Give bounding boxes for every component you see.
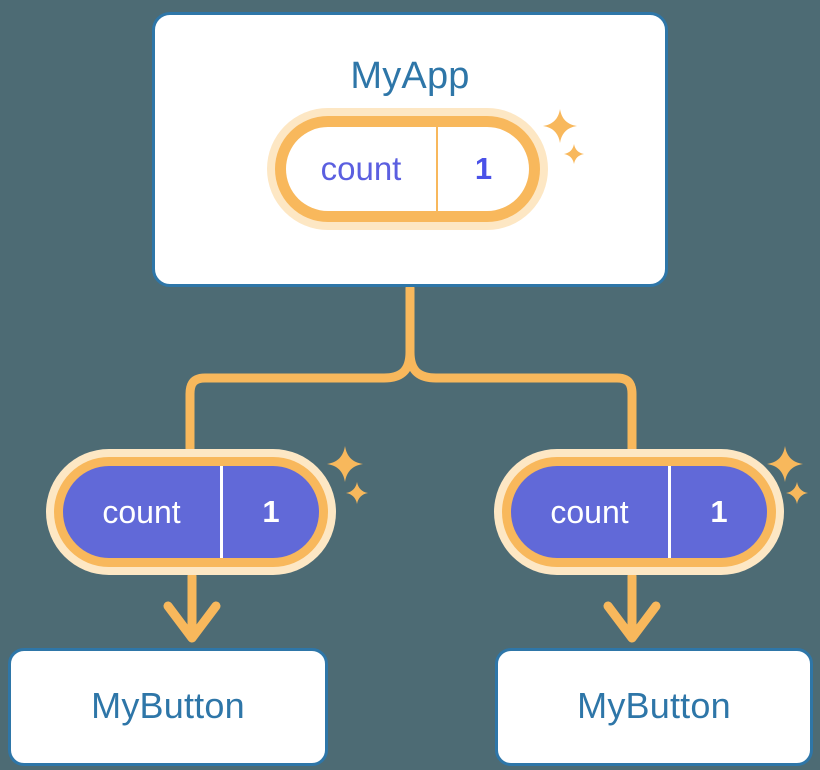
sparkle-four-point-small-icon xyxy=(563,143,585,165)
state-key-label: count xyxy=(63,466,223,558)
child-state-pill[interactable]: count 1 xyxy=(511,466,767,558)
arrow-down-icon xyxy=(163,571,221,643)
child-state-pill[interactable]: count 1 xyxy=(63,466,319,558)
sparkle-four-point-small-icon xyxy=(785,481,809,505)
sparkle-four-point-icon xyxy=(766,445,804,483)
sparkle-four-point-small-icon xyxy=(345,481,369,505)
state-value-label: 1 xyxy=(262,494,280,529)
state-value-label: 1 xyxy=(710,494,728,529)
sparkle-four-point-icon xyxy=(542,108,578,144)
myapp-state-pill[interactable]: count 1 xyxy=(286,127,529,211)
mybutton-card[interactable]: MyButton xyxy=(495,648,813,766)
branch-connector xyxy=(185,283,637,454)
mybutton-card-title: MyButton xyxy=(577,685,731,726)
arrow-down-icon xyxy=(603,571,661,643)
mybutton-card-title: MyButton xyxy=(91,685,245,726)
sparkle-four-point-icon xyxy=(326,445,364,483)
mybutton-card[interactable]: MyButton xyxy=(8,648,328,766)
state-value-label: 1 xyxy=(474,151,493,186)
state-key-label: count xyxy=(511,466,671,558)
page-title: MyApp xyxy=(350,55,470,97)
state-key-label: count xyxy=(286,127,438,211)
